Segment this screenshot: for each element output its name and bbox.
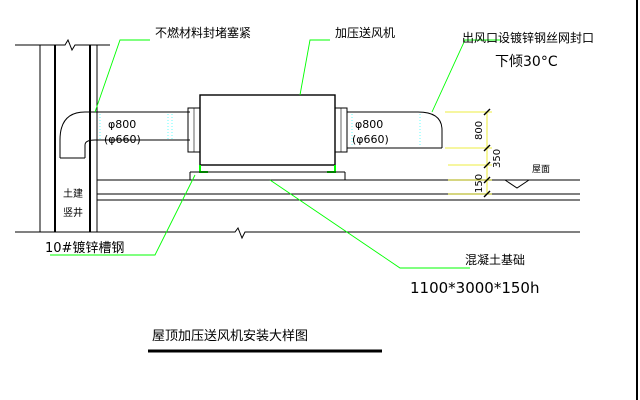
- left-dia-inner-label: (φ660): [104, 133, 141, 146]
- right-dia-outer-label: φ800: [355, 118, 383, 131]
- left-elbow-duct: [59, 111, 190, 159]
- top-break-line: [15, 38, 110, 52]
- shaft-walls: [39, 45, 98, 232]
- roof-level-marker: [504, 179, 560, 189]
- fan-support: [189, 164, 346, 180]
- roof-slab: [15, 179, 580, 240]
- shaft-label-1: 土建: [63, 187, 83, 200]
- right-duct-hatch: [351, 114, 421, 146]
- outlet-angle-label: 下倾30°C: [495, 54, 558, 70]
- outlet-note-label: 出风口设镀锌钢丝网封口: [462, 31, 594, 45]
- concrete-size-label: 1100*3000*150h: [410, 279, 540, 297]
- roof-label: 屋面: [532, 164, 550, 175]
- shaft-label-2: 竖井: [63, 206, 83, 219]
- dimension-ticks: [483, 108, 491, 198]
- fan-body: [199, 94, 336, 166]
- left-dia-outer-label: φ800: [108, 118, 136, 131]
- fan-label: 加压送风机: [335, 25, 395, 40]
- drawing-title: 屋顶加压送风机安装大样图: [152, 329, 308, 344]
- right-dia-inner-label: (φ660): [352, 133, 389, 146]
- dim-150-label: 150: [474, 174, 485, 193]
- right-outlet-duct: [347, 111, 443, 149]
- fire-seal-label: 不燃材料封堵塞紧: [155, 25, 251, 40]
- right-flange: [334, 107, 348, 153]
- leader-lines: [50, 39, 500, 269]
- channel-steel-label: 10#镀锌槽钢: [45, 240, 124, 256]
- left-flange: [187, 107, 201, 153]
- left-duct-hatch: [99, 114, 173, 140]
- dim-800-label: 800: [474, 121, 485, 140]
- dim-350-label: 350: [492, 149, 503, 168]
- concrete-label: 混凝土基础: [465, 252, 525, 267]
